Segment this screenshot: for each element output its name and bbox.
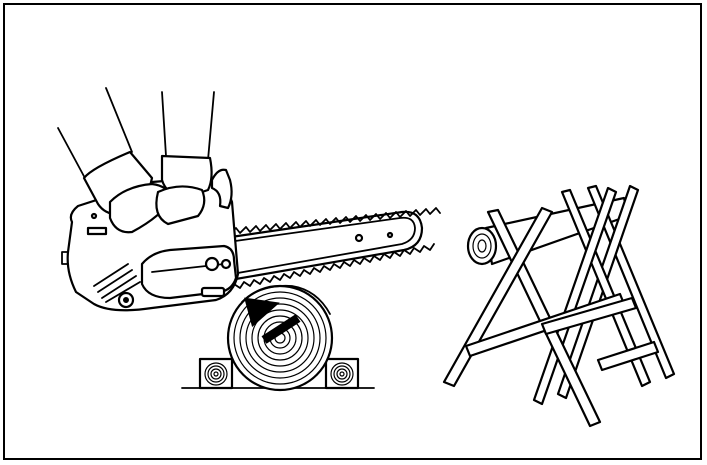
support-block-left-icon [198, 357, 234, 390]
operator-hands-icon [57, 87, 215, 234]
sawhorse-back-leg-c [560, 188, 652, 388]
support-block-right-icon [324, 357, 360, 390]
log-end-rings-icon [226, 284, 334, 392]
guide-bar-icon [222, 207, 441, 289]
chainsaw-cutting-log-icon [57, 87, 441, 392]
sawhorse-with-log-icon [442, 184, 676, 428]
instruction-figure [57, 87, 676, 428]
sawhorse-front-leg-b [442, 206, 554, 388]
illustration-frame [3, 3, 702, 460]
sawhorse-crossbar-foot [596, 340, 660, 372]
cut-direction-arrow-icon [244, 297, 301, 344]
sawhorse-back-leg-a [586, 184, 676, 380]
sawhorse-crossbar-back [540, 296, 638, 336]
